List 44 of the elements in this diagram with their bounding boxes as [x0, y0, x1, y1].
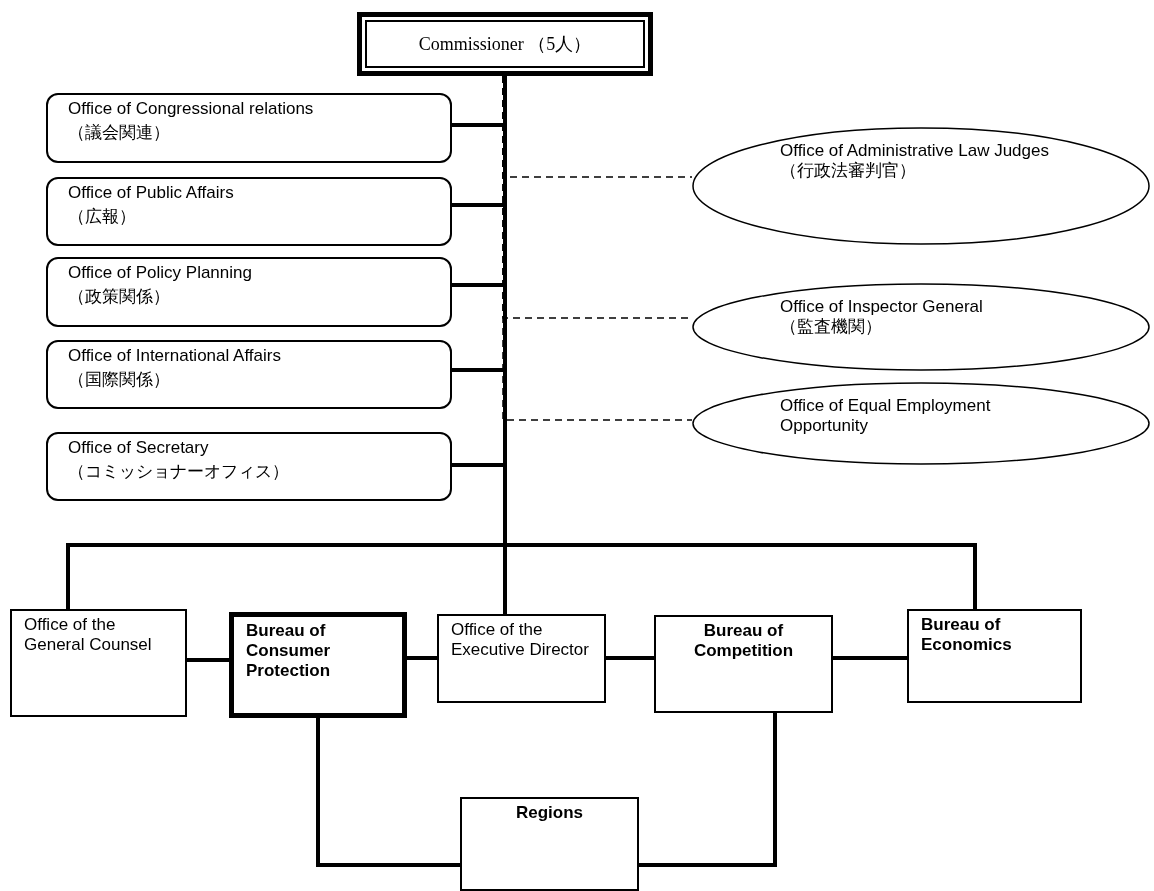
dashed-connector	[502, 75, 693, 421]
office-name: Office of Congressional relations	[68, 99, 315, 119]
bureau-box	[10, 609, 187, 717]
office-box	[46, 93, 452, 163]
office-name: Office of Public Affairs	[68, 183, 235, 203]
office-name: Bureau of Competition	[692, 621, 795, 661]
bureau-box	[437, 614, 606, 703]
connector-line	[833, 656, 907, 660]
office-name: Office of Equal Employment Opportunity	[780, 396, 992, 436]
office-box	[46, 177, 452, 246]
office-name: Office of the Executive Director	[451, 620, 590, 660]
japanese-name: （広報）	[68, 207, 137, 227]
office-name: Regions	[514, 803, 585, 823]
office-name: Office of International Affairs	[68, 346, 282, 366]
japanese-name: （行政法審判官）	[780, 161, 917, 181]
office-name: Office of Policy Planning	[68, 263, 253, 283]
office-box	[46, 340, 452, 409]
japanese-name: （コミッショナーオフィス）	[68, 462, 290, 482]
office-name: Bureau of Consumer Protection	[246, 621, 332, 681]
connector-line	[606, 656, 654, 660]
office-name: Bureau of Economics	[921, 615, 1013, 655]
japanese-name: （国際関係）	[68, 370, 171, 390]
office-ellipse	[692, 283, 1150, 371]
commissioner-box	[357, 12, 653, 76]
office-ellipse	[692, 382, 1150, 465]
japanese-name: （議会関連）	[68, 123, 171, 143]
bureau-box	[654, 615, 833, 713]
connector-line	[316, 718, 460, 867]
office-name: Office of Administrative Law Judges	[780, 141, 1050, 161]
bureau-box	[460, 797, 639, 891]
japanese-name: （政策関係）	[68, 287, 171, 307]
connector-line	[639, 713, 777, 867]
connector-line	[407, 656, 437, 660]
bureau-box	[229, 612, 407, 718]
office-name: Office of the General Counsel	[24, 615, 153, 655]
office-name: Office of Inspector General	[780, 297, 984, 317]
office-box	[46, 257, 452, 327]
connector-line	[187, 658, 229, 662]
office-box	[46, 432, 452, 501]
office-ellipse	[692, 127, 1150, 245]
title-text: Commissioner （5人）	[418, 32, 592, 56]
bureau-box	[907, 609, 1082, 703]
japanese-name: （監査機関）	[780, 317, 883, 337]
office-name: Office of Secretary	[68, 438, 210, 458]
